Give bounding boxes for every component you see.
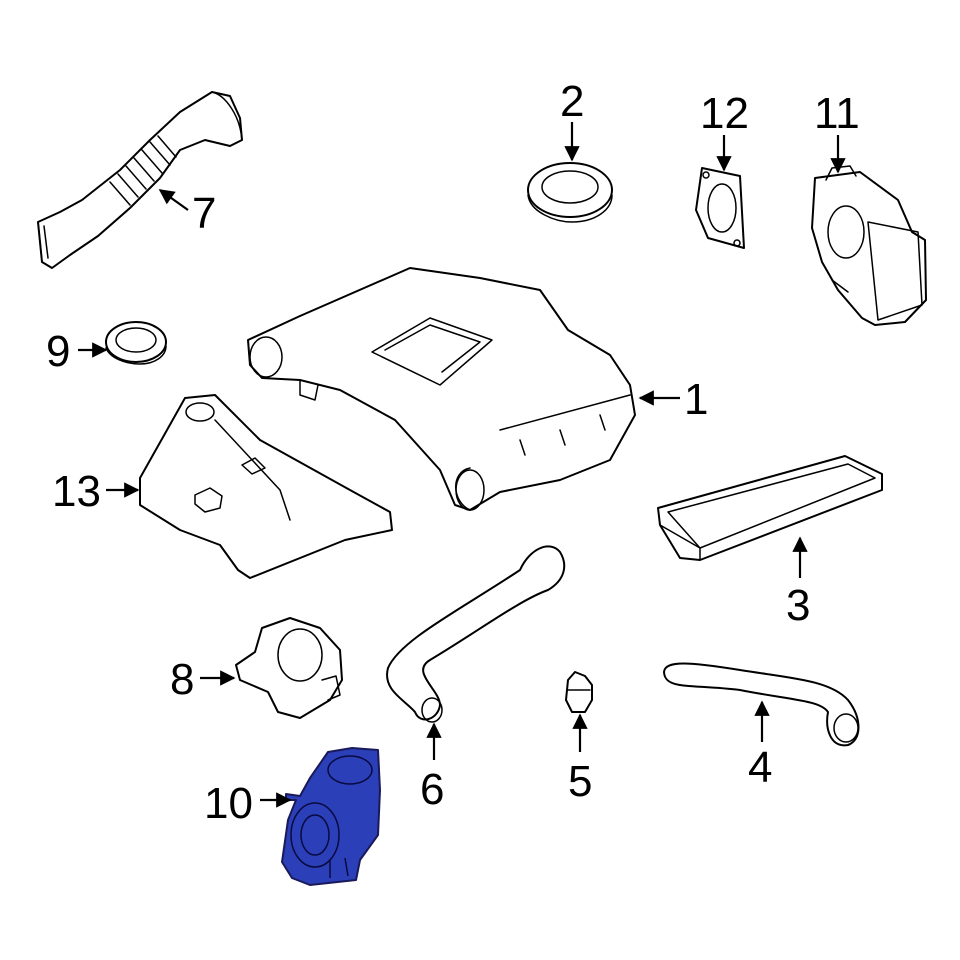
callout-10: 10 [204,779,253,828]
callout-13: 13 [52,467,101,516]
callout-6: 6 [420,765,444,814]
part-11-throttle-body[interactable] [811,165,927,326]
part-4-hose[interactable] [663,662,860,747]
callout-4: 4 [748,743,772,792]
callout-9: 9 [46,327,70,376]
callout-7: 7 [192,189,216,238]
leader-7 [158,189,189,211]
part-2-seal-ring[interactable] [527,162,613,223]
callout-11: 11 [814,89,860,138]
part-6-hose[interactable] [386,545,566,723]
callout-8: 8 [170,655,194,704]
callout-3: 3 [786,581,810,630]
part-12-gasket[interactable] [695,167,745,249]
callout-labels: 1 2 3 4 5 6 7 8 9 10 11 12 13 [46,77,860,828]
callout-5: 5 [568,757,592,806]
callout-2: 2 [560,77,584,126]
part-3-air-filter[interactable] [657,455,883,561]
part-1-air-filter-housing[interactable] [247,267,636,511]
callout-12: 12 [700,89,749,138]
callout-1: 1 [684,375,708,424]
part-10-air-housing[interactable] [281,747,381,886]
leader-arrows [78,122,846,808]
part-13-engine-cover[interactable] [139,394,393,579]
part-8-maf-sensor[interactable] [235,617,343,719]
part-7-intake-hose[interactable] [37,91,243,269]
part-9-ring[interactable] [105,321,167,365]
part-5-clamp[interactable] [565,671,593,713]
